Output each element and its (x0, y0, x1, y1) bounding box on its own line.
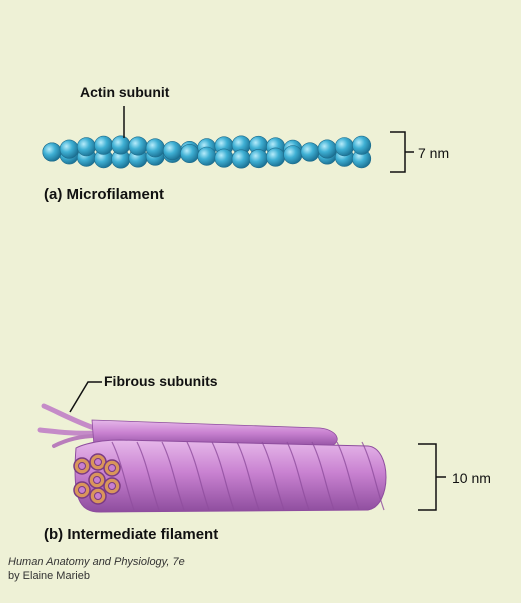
subunit-ring-core (94, 492, 102, 500)
rope-stripe (161, 441, 185, 511)
actin-bead (231, 149, 251, 169)
actin-bead (128, 136, 148, 156)
subunit-ring-core (93, 476, 101, 484)
intermediate-bracket (418, 443, 446, 511)
rope-stripe (236, 441, 260, 511)
rope-stripe (361, 441, 385, 511)
subunit-ring-core (78, 486, 86, 494)
rope-stripe (286, 441, 310, 511)
rope-stripe (261, 441, 285, 511)
actin-bead (197, 146, 217, 166)
actin-bead (352, 135, 372, 155)
subunit-ring-core (108, 482, 116, 490)
fibrous-callout-line (69, 381, 102, 413)
rope-stripe (311, 441, 335, 511)
actin-bead (145, 138, 165, 158)
actin-bead (59, 139, 79, 159)
cross-section-rings (73, 453, 121, 505)
rope-stripe (336, 441, 360, 511)
actin-bead (266, 147, 286, 167)
subunit-ring-core (94, 458, 102, 466)
microfilament-dimension-label: 7 nm (418, 145, 450, 161)
actin-bead (76, 137, 96, 157)
subunit-ring-core (78, 462, 86, 470)
actin-bead (248, 149, 268, 169)
actin-bead (334, 137, 354, 157)
actin-bead (180, 144, 200, 164)
book-author: by Elaine Marieb (8, 570, 90, 582)
actin-bead (42, 142, 62, 162)
actin-bead (214, 148, 234, 168)
fibrous-subunit-strand (37, 427, 97, 436)
actin-bead (111, 135, 131, 155)
rope-body (74, 439, 387, 513)
rope-twist-stripes (111, 441, 385, 511)
intermediate-filament (37, 403, 387, 513)
actin-bead (283, 145, 303, 165)
rope-stripe (111, 441, 135, 511)
subunit-ring-core (108, 464, 116, 472)
fibrous-subunits-label: Fibrous subunits (104, 373, 218, 389)
intermediate-dimension-label: 10 nm (452, 470, 491, 486)
rope-stripe (136, 441, 160, 511)
microfilament-title: (a) Microfilament (44, 186, 165, 203)
actin-bead (162, 141, 182, 161)
actin-bead (300, 142, 320, 162)
actin-bead (94, 135, 114, 155)
book-credit: Human Anatomy and Physiology, 7e by Elai… (8, 555, 185, 583)
microfilament-bracket (390, 131, 414, 173)
rope-stripe (186, 441, 210, 511)
actin-subunit-label: Actin subunit (80, 84, 170, 100)
book-title: Human Anatomy and Physiology, 7e (8, 556, 185, 568)
actin-bead (317, 139, 337, 159)
rope-stripe (211, 441, 235, 511)
microfilament-strand (42, 135, 372, 169)
intermediate-filament-title: (b) Intermediate filament (44, 526, 219, 543)
fibrous-subunit-strand (52, 434, 98, 448)
fibrous-subunit-strand (41, 403, 97, 431)
